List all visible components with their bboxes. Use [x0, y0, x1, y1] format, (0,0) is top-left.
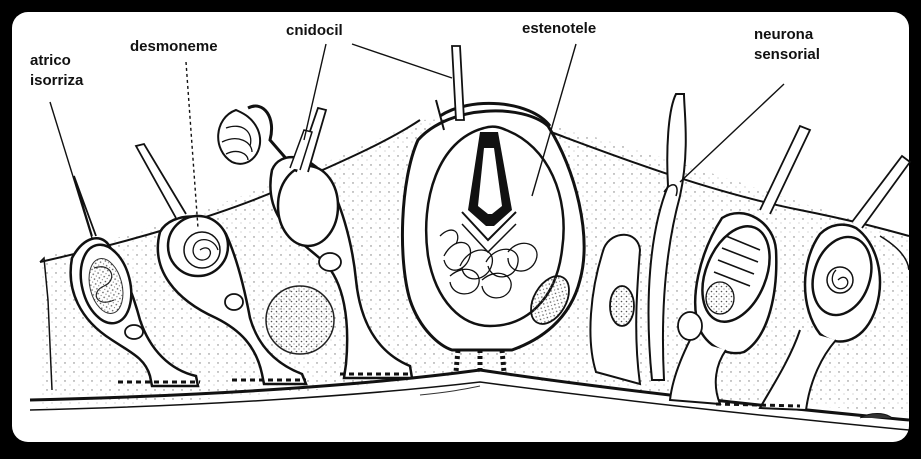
label-atrico: atrico	[30, 52, 71, 70]
label-sensorial: sensorial	[754, 46, 820, 64]
label-estenotele: estenotele	[522, 20, 596, 38]
label-isorriza: isorriza	[30, 72, 83, 90]
stippled-body	[266, 286, 334, 354]
label-desmoneme: desmoneme	[130, 38, 218, 56]
label-neurona: neurona	[754, 26, 813, 44]
label-cnidocil: cnidocil	[286, 22, 343, 40]
